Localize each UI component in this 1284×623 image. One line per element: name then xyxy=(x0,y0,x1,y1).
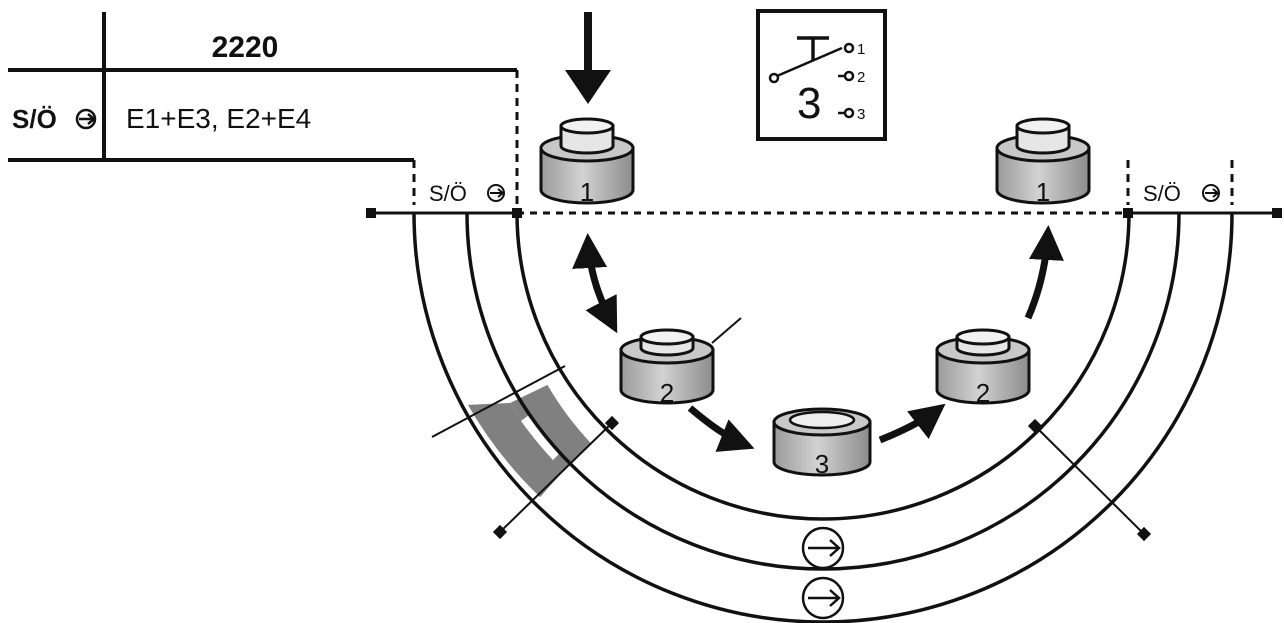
switch-position-3: 3 xyxy=(857,106,865,123)
stage-number: 1 xyxy=(580,177,594,207)
stage-number: 3 xyxy=(815,449,829,479)
header-table: 2220 S/Ö E1+E3, E2+E4 xyxy=(8,12,519,205)
right-station-label: S/Ö xyxy=(1143,181,1181,206)
left-station-label: S/Ö xyxy=(429,181,467,206)
circled-right-arrow-icon xyxy=(801,576,845,620)
stage-number: 2 xyxy=(660,378,674,408)
stage-number: 1 xyxy=(1036,177,1050,207)
circled-arrow-icon xyxy=(487,184,505,202)
stage-2-left: 2 xyxy=(619,328,715,408)
down-arrow-icon xyxy=(565,12,611,104)
flow-arrows xyxy=(572,225,1064,452)
rotary-switch-icon xyxy=(768,36,855,119)
stage-1-right: 1 xyxy=(995,117,1091,207)
left-station: S/Ö xyxy=(429,181,505,206)
grey-band-segments xyxy=(467,384,591,498)
header-row-label: S/Ö xyxy=(12,104,57,134)
right-station: S/Ö xyxy=(1126,160,1234,206)
switch-main-digit: 3 xyxy=(797,79,821,128)
stage-1-left: 1 xyxy=(539,117,635,207)
baseline xyxy=(366,208,1282,218)
switch-box: 3 1 2 3 xyxy=(756,9,887,141)
circled-right-arrow-icon xyxy=(801,526,845,570)
header-code: 2220 xyxy=(212,31,279,64)
radial-lines xyxy=(431,317,1152,542)
switch-position-2: 2 xyxy=(857,69,865,86)
stage-2-right: 2 xyxy=(935,328,1031,408)
stage-number: 2 xyxy=(976,378,990,408)
circled-arrow-icon xyxy=(1202,184,1220,202)
circled-arrow-icon xyxy=(75,108,97,130)
stage-3-bottom: 3 xyxy=(772,407,872,479)
header-row-value: E1+E3, E2+E4 xyxy=(126,103,311,134)
switch-position-1: 1 xyxy=(857,41,865,58)
